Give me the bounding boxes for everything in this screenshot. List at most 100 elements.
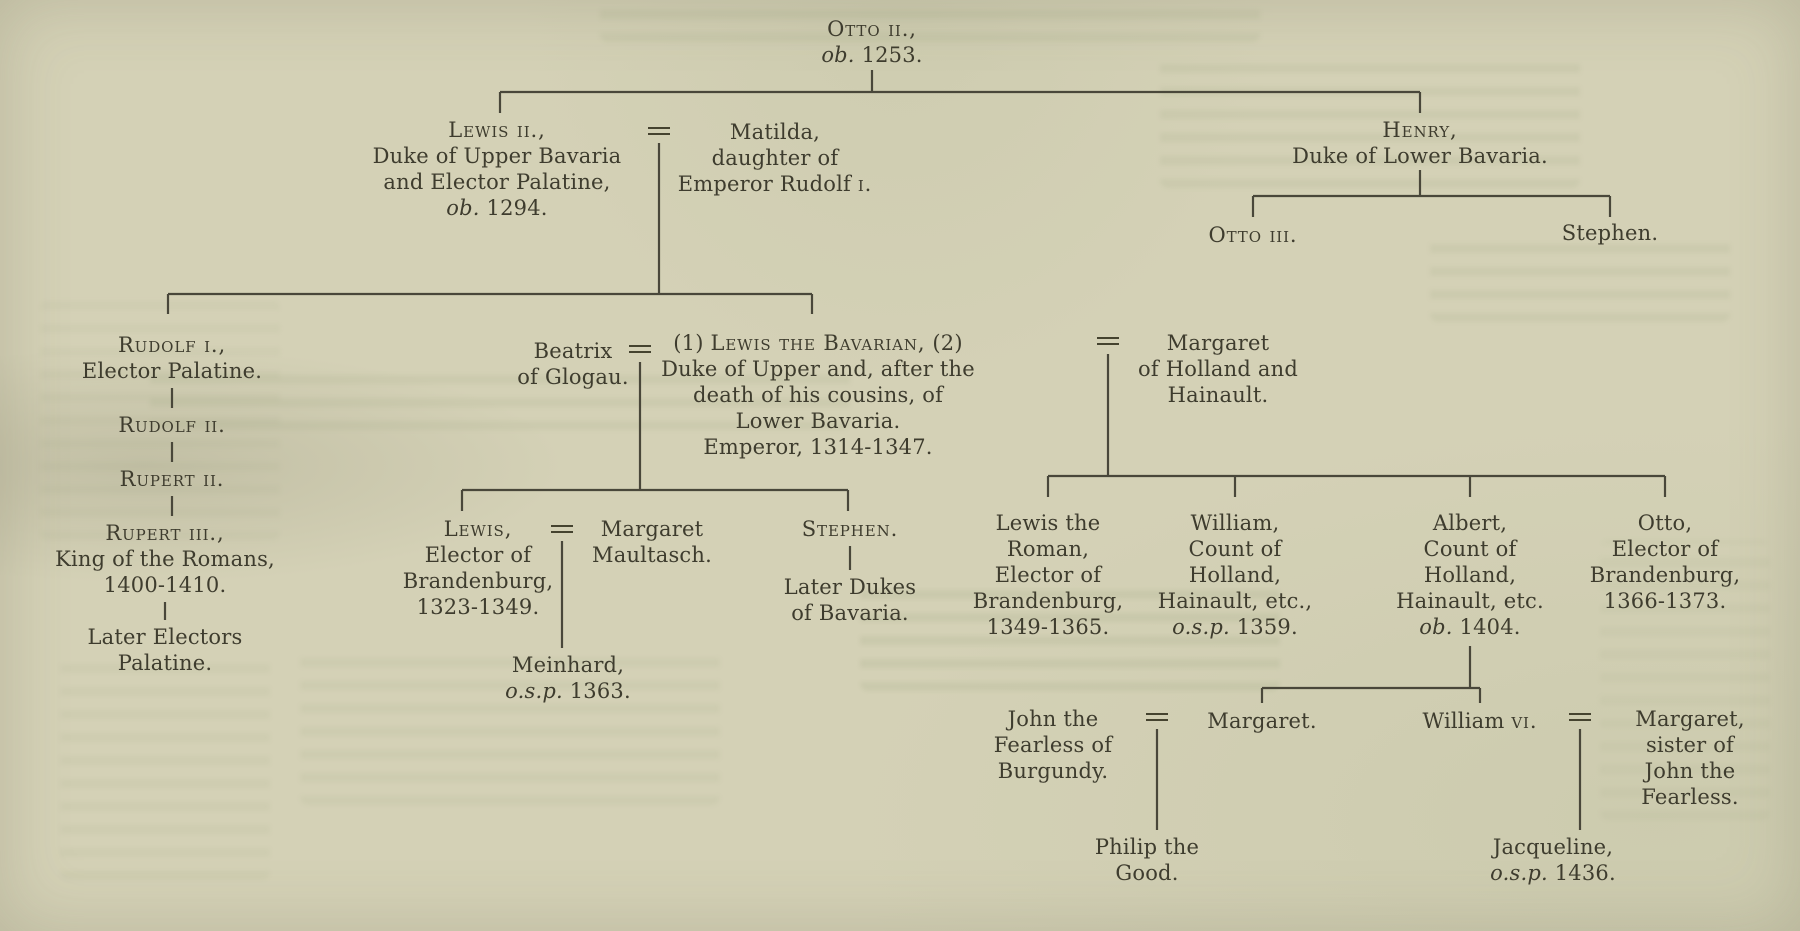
person-text-line: Lower Bavaria. (735, 409, 901, 433)
person-text-line: death of his cousins, of (692, 383, 944, 407)
person-text-line: Count of (1423, 537, 1517, 561)
person-text-line: of Holland and (1138, 357, 1298, 381)
person-text-line: Duke of Lower Bavaria. (1292, 144, 1548, 168)
person-text-line: Brandenburg, (1589, 563, 1741, 587)
marriage-equals-sign (1097, 337, 1119, 345)
person-margaret-of-burgundy: Margaret. (1207, 708, 1316, 734)
person-text-line: Margaret (600, 517, 704, 541)
person-text-line: of Glogau. (517, 365, 629, 389)
person-rupert-iii: Rupert iii.,King of the Romans,1400-1410… (55, 520, 275, 598)
person-text-line: Rudolf i., (117, 333, 227, 357)
person-text-line: Good. (1115, 861, 1179, 885)
person-text-line: Elector of (424, 543, 532, 567)
person-text-line: Margaret (1166, 331, 1270, 355)
marriage-equals-sign (629, 345, 651, 353)
marriage-equals-sign (551, 525, 573, 533)
person-text-line: Elector of (994, 563, 1102, 587)
person-text-line: Later Electors (87, 625, 243, 649)
person-text-line: (1) Lewis the Bavarian, (2) (673, 331, 963, 355)
person-text-line: Matilda, (729, 120, 821, 144)
person-text-line: and Elector Palatine, (383, 170, 611, 194)
person-lewis-the-bavarian: (1) Lewis the Bavarian, (2)Duke of Upper… (661, 330, 975, 460)
person-stephen-bavaria: Stephen. (802, 516, 898, 542)
person-text-line: 1400-1410. (103, 573, 227, 597)
person-text-line: Burgundy. (997, 759, 1109, 783)
person-text-line: of Bavaria. (791, 601, 909, 625)
person-rudolf-ii: Rudolf ii. (118, 412, 225, 438)
person-text-line: Fearless of (993, 733, 1113, 757)
person-text-line: Emperor Rudolf i. (677, 172, 873, 196)
person-text-line: o.s.p. 1363. (505, 679, 631, 703)
person-text-line: Lewis, (443, 517, 513, 541)
person-rupert-ii: Rupert ii. (120, 466, 225, 492)
person-text-line: Otto ii., (827, 17, 917, 41)
person-text-line: sister of (1645, 733, 1735, 757)
person-text-line: William, (1190, 511, 1280, 535)
marriage-equals-sign (648, 127, 670, 135)
person-text-line: o.s.p. 1359. (1172, 615, 1298, 639)
person-text-line: Stephen. (1561, 221, 1659, 245)
person-text-line: ob. 1404. (1419, 615, 1521, 639)
person-text-line: Elector Palatine. (81, 359, 263, 383)
person-text-line: Lewis ii., (448, 118, 546, 142)
person-text-line: Rupert ii. (119, 467, 225, 491)
person-text-line: Stephen. (801, 517, 899, 541)
person-text-line: Margaret. (1207, 709, 1317, 733)
person-text-line: Brandenburg, (402, 569, 554, 593)
person-text-line: ob. 1253. (821, 43, 923, 67)
person-rudolf-i: Rudolf i.,Elector Palatine. (82, 332, 262, 384)
person-text-line: Philip the (1094, 835, 1200, 859)
person-text-line: 1323-1349. (416, 595, 540, 619)
person-text-line: Meinhard, (511, 653, 625, 677)
person-text-line: William vi. (1422, 709, 1538, 733)
person-text-line: Beatrix (533, 339, 613, 363)
person-text-line: Jacqueline, (1492, 835, 1614, 859)
person-text-line: daughter of (711, 146, 839, 170)
person-text-line: Brandenburg, (972, 589, 1124, 613)
marriage-equals-sign (1569, 713, 1591, 721)
person-otto-ii: Otto ii.,ob. 1253. (821, 16, 922, 68)
person-text-line: Later Dukes (783, 575, 917, 599)
person-text-line: Duke of Upper Bavaria (372, 144, 622, 168)
person-text-line: John the (1007, 707, 1099, 731)
person-text-line: Roman, (1006, 537, 1090, 561)
person-text-line: John the (1644, 759, 1736, 783)
person-text-line: Rudolf ii. (118, 413, 226, 437)
person-text-line: Fearless. (1641, 785, 1739, 809)
person-text-line: Palatine. (117, 651, 213, 675)
person-text-line: Otto, (1637, 511, 1693, 535)
person-text-line: Maultasch. (592, 543, 712, 567)
person-text-line: 1366-1373. (1603, 589, 1727, 613)
person-text-line: o.s.p. 1436. (1490, 861, 1616, 885)
person-text-line: Hainault, etc. (1396, 589, 1544, 613)
person-text-line: Lewis the (995, 511, 1101, 535)
person-text-line: Margaret, (1635, 707, 1745, 731)
person-meinhard: Meinhard,o.s.p. 1363. (505, 652, 631, 704)
person-otto-iii: Otto iii. (1208, 222, 1297, 248)
person-text-line: Holland, (1423, 563, 1517, 587)
person-william-vi: William vi. (1423, 708, 1538, 734)
person-text-line: Hainault. (1167, 383, 1269, 407)
person-text-line: Henry, (1382, 118, 1458, 142)
person-text-line: Albert, (1432, 511, 1508, 535)
person-text-line: ob. 1294. (446, 196, 548, 220)
person-stephen-lower-bavaria: Stephen. (1562, 220, 1658, 246)
person-text-line: Emperor, 1314-1347. (703, 435, 933, 459)
person-text-line: Elector of (1611, 537, 1719, 561)
person-text-line: Holland, (1188, 563, 1282, 587)
person-text-line: Otto iii. (1208, 223, 1298, 247)
